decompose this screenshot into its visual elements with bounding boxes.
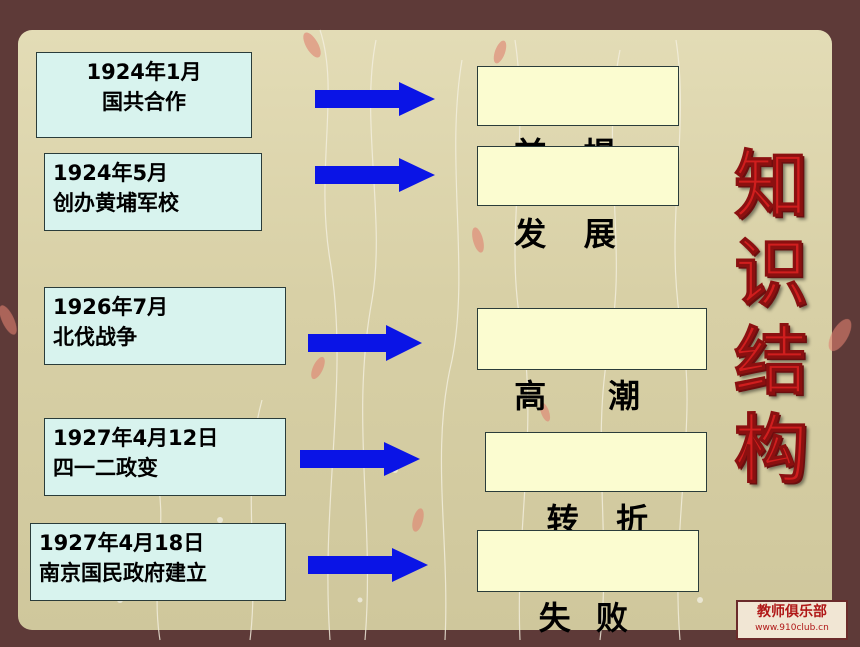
event-box-2: 1924年5月 创办黄埔军校 [44,153,262,231]
event-date-4: 1927年4月12日 [53,426,219,450]
event-date-2: 1924年5月 [53,161,169,185]
event-name-4: 四一二政变 [53,456,158,480]
title-char: 知 [734,143,809,230]
arrow-icon [315,82,435,116]
arrow-icon [315,158,435,192]
event-box-4: 1927年4月12日 四一二政变 [44,418,286,496]
title-char: 结 [734,319,809,406]
stage-box-4: 转 折 [485,432,707,539]
event-box-3: 1926年7月 北伐战争 [44,287,286,365]
stage-label-5: 失 败 [514,599,629,637]
event-box-1: 1924年1月 国共合作 [36,52,252,138]
slide-title: 知识结构 [728,142,814,494]
stage-label-2: 发 展 [514,215,617,253]
event-name-2: 创办黄埔军校 [53,191,179,215]
event-box-5: 1927年4月18日 南京国民政府建立 [30,523,286,601]
event-name-5: 南京国民政府建立 [39,561,207,585]
arrow-icon [308,548,428,582]
event-date-1: 1924年1月 [86,60,202,84]
logo-url: www.910club.cn [755,623,829,633]
title-char: 构 [734,407,809,494]
logo-name: 教师俱乐部 [757,604,827,620]
stage-box-5: 失 败 [477,530,699,637]
event-name-1: 国共合作 [102,90,186,114]
event-date-3: 1926年7月 [53,295,169,319]
stage-box-2: 发 展 [477,146,679,253]
event-date-5: 1927年4月18日 [39,531,205,555]
title-char: 识 [734,231,809,318]
event-name-3: 北伐战争 [53,325,137,349]
stage-box-3: 高 潮 [477,308,707,415]
stage-box-1: 前 提 [477,66,679,173]
club-logo: 教师俱乐部 www.910club.cn [736,600,848,640]
arrow-icon [300,442,420,476]
arrow-icon [308,325,422,361]
stage-label-3: 高 潮 [514,377,641,415]
